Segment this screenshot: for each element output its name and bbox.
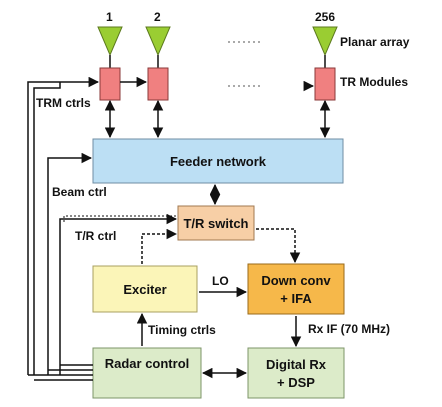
rx-if-label: Rx IF (70 MHz)	[308, 322, 390, 336]
antenna-256	[312, 26, 338, 68]
down-conv-block	[247, 263, 345, 315]
tr-switch-label: T/R switch	[183, 216, 248, 231]
antenna-1	[97, 26, 123, 68]
digital-rx-label-line2: + DSP	[277, 375, 315, 390]
feeder-network-label: Feeder network	[170, 154, 267, 169]
antenna-label-1: 1	[106, 10, 113, 24]
feeder-network-block	[92, 138, 344, 184]
antenna-2	[145, 26, 171, 68]
antenna-label-256: 256	[315, 10, 335, 24]
digital-rx-label-line1: Digital Rx	[266, 357, 327, 372]
trm-ctrls-label: TRM ctrls	[36, 96, 91, 110]
lo-label: LO	[212, 274, 229, 288]
tr-modules-label: TR Modules	[340, 75, 408, 89]
exciter-trswitch-line	[141, 228, 178, 264]
exciter-block	[92, 265, 198, 313]
tr-module-2	[147, 67, 169, 101]
down-conv-label-line2: + IFA	[280, 291, 312, 306]
beam-ctrl-label: Beam ctrl	[52, 185, 107, 199]
tr-switch-block	[177, 205, 255, 241]
tr-ctrl-line	[59, 213, 178, 375]
tr-module-1	[99, 67, 121, 101]
exciter-label: Exciter	[123, 282, 166, 297]
planar-array-label: Planar array	[340, 35, 410, 49]
timing-ctrls-label: Timing ctrls	[148, 323, 216, 337]
radar-control-left-lines	[28, 364, 93, 381]
beam-ctrl-line	[47, 152, 93, 375]
digital-rx-block	[247, 347, 345, 399]
radar-control-block	[92, 347, 202, 399]
down-conv-label-line1: Down conv	[261, 273, 331, 288]
tr-module-256	[314, 67, 336, 101]
tr-ctrl-label: T/R ctrl	[75, 229, 116, 243]
antenna-label-2: 2	[154, 10, 161, 24]
trm-ctrl-lines	[27, 76, 315, 375]
ellipsis-dots-top	[228, 41, 262, 87]
trswitch-downconv-line	[256, 228, 301, 264]
tr-ctrl-dotted	[63, 215, 176, 222]
radar-control-label: Radar control	[105, 356, 190, 371]
